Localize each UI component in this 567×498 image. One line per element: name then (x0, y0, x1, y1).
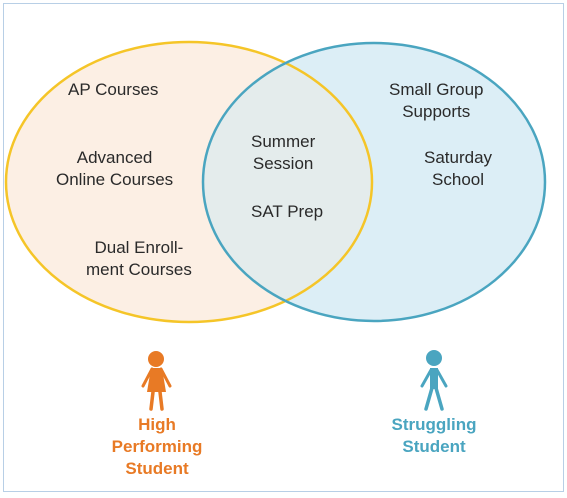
overlap-region (203, 43, 372, 321)
right-item-line: Small Group (389, 80, 484, 99)
right-item-saturday-school: Saturday School (424, 147, 492, 191)
left-item-line: Dual Enroll- (94, 238, 184, 257)
left-item-line: Online Courses (56, 170, 174, 189)
left-item-advanced-online: Advanced Online Courses (56, 147, 173, 191)
male-person-icon (420, 350, 448, 411)
left-item-line: Advanced (76, 148, 153, 167)
right-item-line: Supports (402, 102, 471, 121)
venn-circles (4, 40, 547, 411)
left-caption-line: Performing (111, 437, 203, 456)
left-item-ap-courses: AP Courses (68, 79, 158, 101)
venn-diagram-frame: AP Courses Advanced Online Courses Dual … (3, 3, 564, 492)
right-item-line: School (432, 170, 485, 189)
right-caption-line: Struggling (391, 415, 477, 434)
female-person-icon (141, 351, 172, 411)
left-caption-line: High (138, 415, 176, 434)
left-item-line: ment Courses (86, 260, 192, 279)
right-item-line: Saturday (424, 148, 493, 167)
overlap-item-line: SAT Prep (251, 202, 324, 221)
overlap-item-line: Session (252, 154, 314, 173)
right-caption-line: Student (402, 437, 466, 456)
left-item-line: AP Courses (68, 80, 159, 99)
left-caption-line: Student (125, 459, 189, 478)
overlap-item-sat-prep: SAT Prep (251, 201, 323, 223)
right-caption: Struggling Student (380, 414, 488, 458)
left-caption: High Performing Student (109, 414, 205, 480)
left-item-dual-enrollment: Dual Enroll- ment Courses (86, 237, 192, 281)
left-circle-outline (4, 40, 374, 324)
overlap-item-summer-session: Summer Session (251, 131, 315, 175)
right-circle-outline (201, 41, 547, 323)
right-item-small-group: Small Group Supports (389, 79, 483, 123)
overlap-item-line: Summer (251, 132, 316, 151)
